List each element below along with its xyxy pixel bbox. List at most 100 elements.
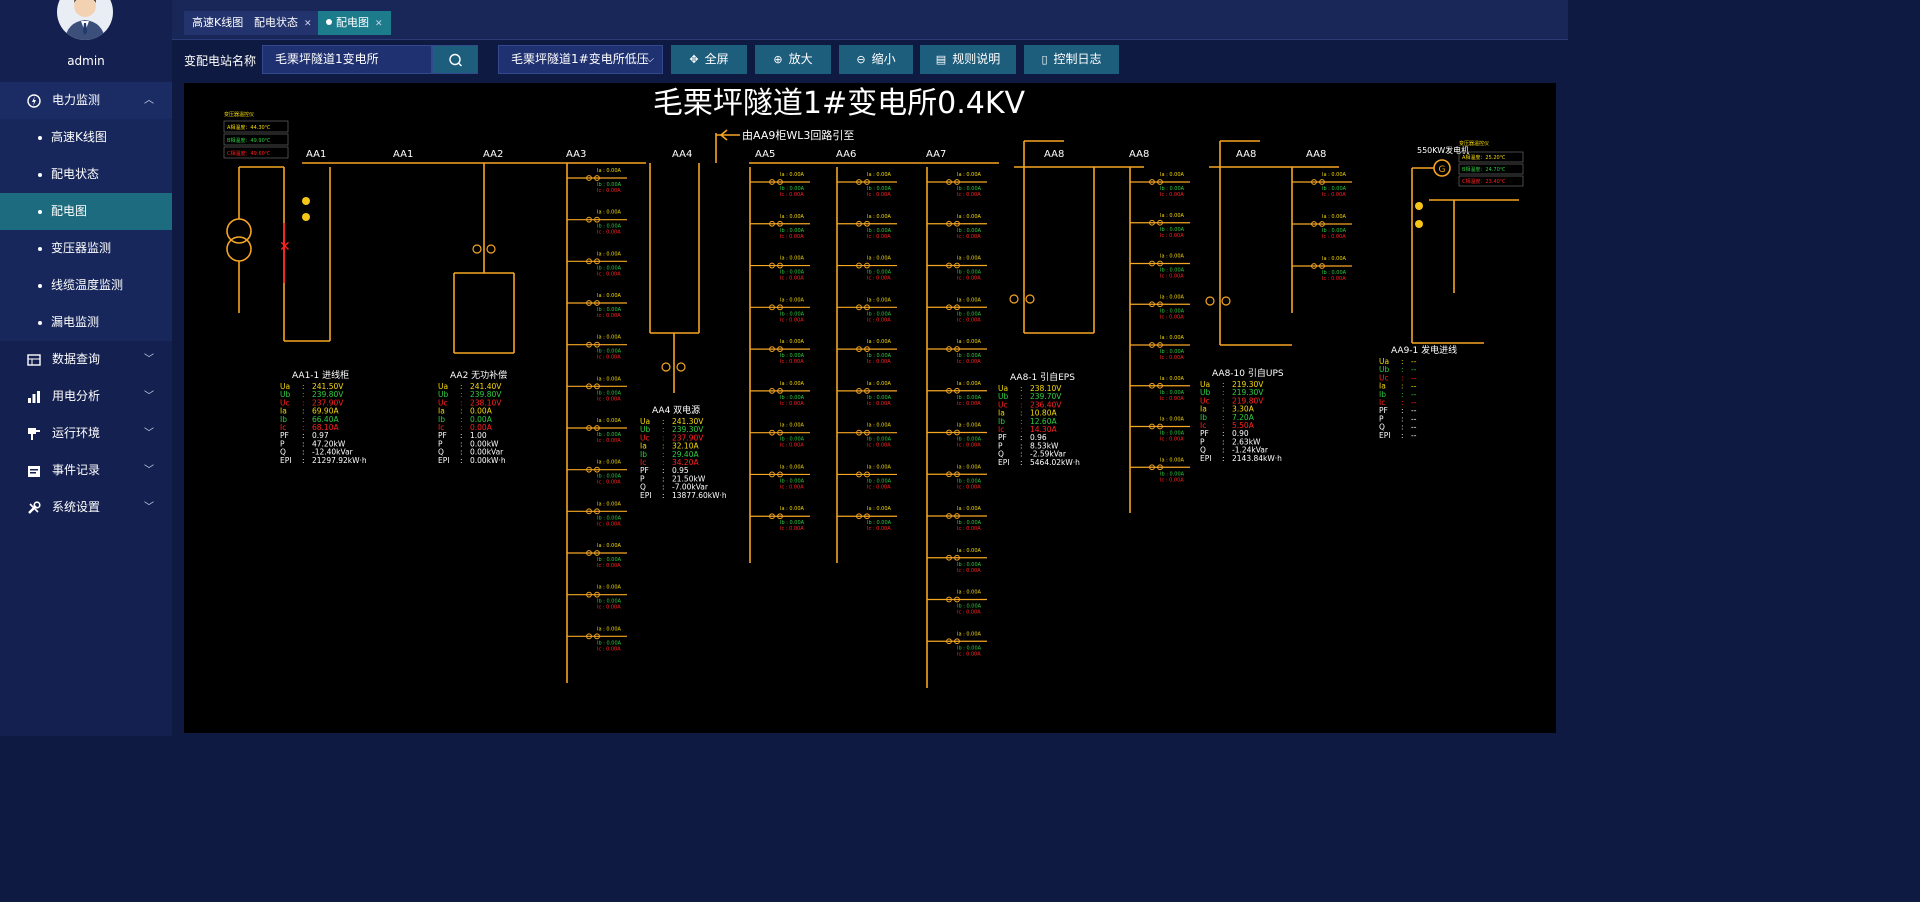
panel-key: Ia [998, 409, 1005, 418]
feeder-reading-ic: Ic : 0.00A [597, 646, 621, 652]
panel-colon: : [1222, 405, 1225, 414]
feeder-reading-ib: Ib : 0.00A [1160, 431, 1185, 437]
status-lamp-icon [302, 213, 310, 221]
sidebar-item-2[interactable]: 用电分析﹀ [0, 378, 172, 415]
tab-kline[interactable]: 高速K线图 [184, 11, 252, 35]
feeder-reading-ic: Ic : 0.00A [867, 443, 891, 449]
panel-title: AA8-1 引自EPS [1010, 371, 1075, 383]
zoom-in-button[interactable]: ⊕放大 [755, 45, 831, 74]
panel-colon: : [1222, 429, 1225, 438]
panel-value: 241.40V [470, 382, 502, 391]
panel-colon: : [1222, 446, 1225, 455]
panel-key: Ub [280, 390, 290, 399]
sidebar-item-3[interactable]: 运行环境﹀ [0, 415, 172, 452]
feeder-reading-ia: Ia : 0.00A [1322, 214, 1347, 220]
feeder-reading-ic: Ic : 0.00A [780, 192, 804, 198]
feeder-reading-ib: Ib : 0.00A [867, 270, 892, 276]
panel-colon: : [302, 423, 305, 432]
event-log-icon [28, 466, 40, 477]
feeder-reading-ia: Ia : 0.00A [780, 256, 805, 262]
feeder-reading-ic: Ic : 0.00A [597, 396, 621, 402]
panel-title: AA9-1 发电进线 [1391, 344, 1457, 356]
sidebar-item-4[interactable]: 事件记录﹀ [0, 452, 172, 489]
sidebar-subitem-1[interactable]: 配电状态 [0, 156, 172, 193]
breaker-icon [864, 304, 870, 311]
fullscreen-button[interactable]: ✥全屏 [671, 45, 747, 74]
rules-button[interactable]: ▤规则说明 [920, 45, 1016, 74]
user-avatar[interactable] [57, 0, 113, 40]
breaker-icon [946, 220, 952, 227]
username: admin [67, 54, 105, 68]
panel-key: EPI [640, 491, 651, 500]
breaker-icon [594, 341, 600, 348]
feeder-reading-ib: Ib : 0.00A [957, 186, 982, 192]
feeder-reading-ib: Ib : 0.00A [867, 437, 892, 443]
breaker-icon [586, 466, 592, 473]
cabinet-label: AA7 [926, 149, 946, 160]
cabinet-label: AA2 [483, 149, 503, 160]
sidebar-item-1[interactable]: 数据查询﹀ [0, 341, 172, 378]
panel-key: Ua [640, 417, 650, 426]
breaker-icon [594, 508, 600, 515]
feeder-reading-ia: Ia : 0.00A [957, 464, 982, 470]
feeder-reading-ic: Ic : 0.00A [957, 484, 981, 490]
search-button[interactable] [432, 45, 478, 74]
breaker-icon [864, 346, 870, 353]
sidebar-subitem-4[interactable]: 线缆温度监测 [0, 267, 172, 304]
sidebar-subitem-2[interactable]: 配电图 [0, 193, 172, 230]
cabinet-label: AA6 [836, 149, 856, 160]
breaker-icon [946, 262, 952, 269]
panel-key: Ic [280, 423, 286, 432]
document-icon: ▤ [935, 53, 947, 66]
panel-key: Ib [438, 415, 445, 424]
feeder-reading-ia: Ia : 0.00A [780, 339, 805, 345]
button-label: 全屏 [704, 52, 729, 66]
search-icon [449, 53, 462, 67]
close-icon[interactable]: ✕ [375, 19, 383, 29]
panel-key: Uc [998, 400, 1008, 409]
feeder-reading-ib: Ib : 0.00A [957, 228, 982, 234]
cabinet-label: AA8 [1236, 149, 1256, 160]
station-input[interactable]: 毛栗坪隧道1变电所 [262, 45, 432, 74]
user-avatar-icon [65, 0, 105, 40]
breaker-icon [586, 550, 592, 556]
zoom-out-button[interactable]: ⊖缩小 [839, 45, 913, 74]
panel-value: -1.24kVar [1232, 446, 1269, 455]
breaker-icon [1319, 221, 1325, 227]
sidebar-subitem-5[interactable]: 漏电监测 [0, 304, 172, 341]
panel-key: PF [640, 466, 649, 475]
breaker-icon [946, 638, 952, 645]
feeder-reading-ia: Ia : 0.00A [957, 381, 982, 387]
feeder-reading-ia: Ia : 0.00A [1160, 376, 1185, 382]
close-icon[interactable]: ✕ [304, 19, 312, 29]
feeder-reading-ib: Ib : 0.00A [957, 270, 982, 276]
panel-value: 0.00A [470, 415, 493, 424]
substation-select[interactable]: 毛栗坪隧道1#变电所低压 ⌵ [498, 45, 663, 74]
sidebar-subitem-3[interactable]: 变压器监测 [0, 230, 172, 267]
sidebar-subitem-0[interactable]: 高速K线图 [0, 119, 172, 156]
feeder-reading-ia: Ia : 0.00A [1160, 254, 1185, 260]
panel-value: -2.59kVar [1030, 450, 1067, 459]
ct-icon [1009, 294, 1019, 304]
control-log-button[interactable]: ▯控制日志 [1024, 45, 1119, 74]
feeder-reading-ib: Ib : 0.00A [597, 349, 622, 355]
sidebar-item-0[interactable]: 电力监测︿ [0, 82, 172, 119]
panel-colon: : [302, 415, 305, 424]
feeder-reading-ib: Ib : 0.00A [1160, 186, 1185, 192]
tab-distribution-diagram[interactable]: 配电图✕ [318, 11, 391, 35]
panel-value: -- [1411, 382, 1417, 391]
feeder-reading-ia: Ia : 0.00A [1160, 457, 1185, 463]
tab-power-status[interactable]: 配电状态✕ [246, 11, 320, 35]
feeder-reading-ic: Ic : 0.00A [957, 192, 981, 198]
panel-colon: : [662, 442, 665, 451]
panel-key: P [1379, 414, 1384, 423]
panel-value: 7.20A [1232, 413, 1255, 422]
breaker-icon [954, 387, 960, 394]
panel-colon: : [302, 456, 305, 465]
breaker-icon [769, 220, 775, 227]
cabinet-label: AA1 [393, 149, 413, 160]
panel-value: 3.30A [1232, 405, 1255, 414]
feeder-reading-ib: Ib : 0.00A [780, 270, 805, 276]
sidebar-item-5[interactable]: 系统设置﹀ [0, 489, 172, 526]
feeder-reading-ic: Ic : 0.00A [1160, 437, 1184, 443]
